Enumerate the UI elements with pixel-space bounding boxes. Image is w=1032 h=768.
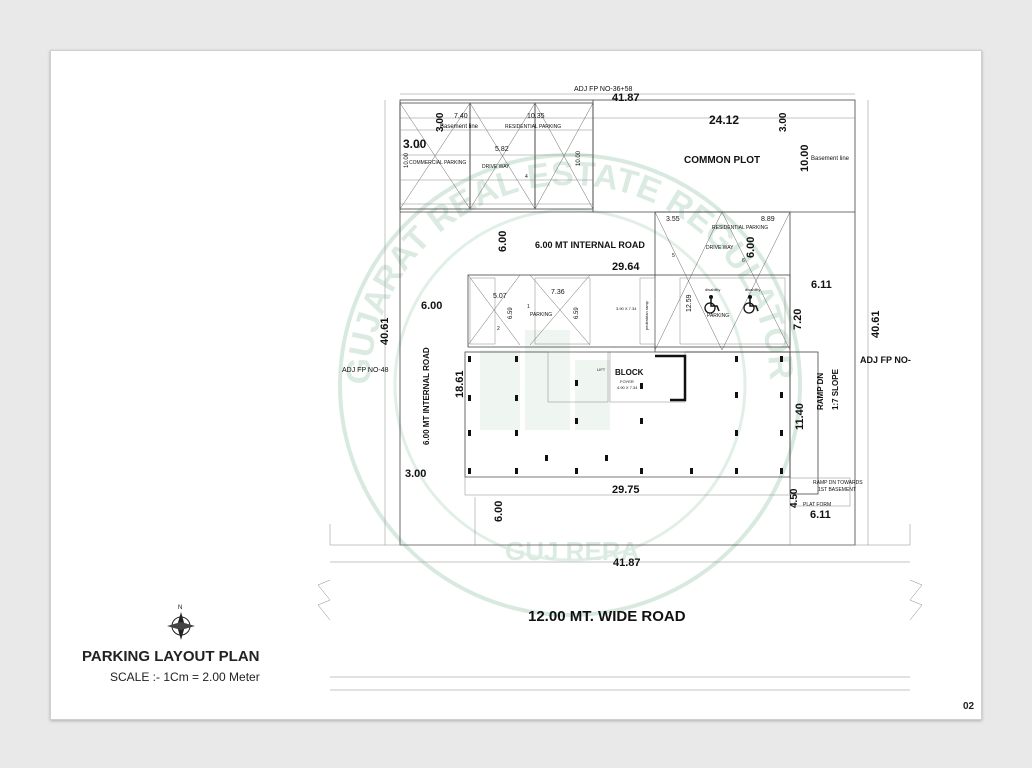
plan-labels: ADJ FP NO-36+58 41.87 7.40 10.35 Basemen…	[342, 86, 911, 625]
dim-7-40: 7.40	[454, 113, 468, 120]
top-parking-bays	[399, 102, 594, 210]
plan-title: PARKING LAYOUT PLAN	[82, 648, 260, 665]
dim-11-40: 11.40	[794, 403, 806, 430]
dim-7-20: 7.20	[792, 309, 804, 330]
dim-6-11-b: 6.11	[810, 509, 831, 521]
plat-form-label: PLAT FORM	[803, 502, 831, 508]
drive-way-right: DRIVE WAY	[706, 245, 734, 251]
dim-3-00-a: 3.00	[403, 137, 427, 151]
basement-block	[464, 351, 851, 545]
dim-5-82: 5.82	[495, 146, 509, 153]
num-1: 1	[527, 304, 530, 310]
common-plot-label: COMMON PLOT	[684, 155, 760, 166]
ramp-towards-2: 1ST BASEMENT	[818, 487, 856, 493]
lift-label: LIFT	[597, 367, 606, 372]
foyer-label: FOYER	[620, 379, 634, 384]
adj-left-label: ADJ FP NO-48	[342, 367, 389, 374]
dim-8-89: 8.89	[761, 216, 775, 223]
north-arrow-icon: N	[167, 605, 195, 640]
dim-bottom-width: 41.87	[613, 557, 641, 569]
dim-inner-bottom: 29.75	[612, 484, 640, 496]
num-4: 4	[525, 174, 528, 180]
disability-label-2: disability	[745, 287, 760, 292]
watermark-guj-rera: GUJ RERA	[505, 536, 640, 566]
dim-7-36: 7.36	[551, 289, 565, 296]
foyer-size: 4.90 X 7.34	[617, 385, 638, 390]
disability-label-1: disability	[705, 287, 720, 292]
block-label: BLOCK	[615, 368, 644, 377]
pedestrian-ramp: pedestrian ramp	[644, 300, 649, 330]
dim-3-00-b: 3.00	[435, 112, 446, 132]
plan-scale: SCALE :- 1Cm = 2.00 Meter	[110, 670, 260, 684]
internal-road-left: 6.00 MT INTERNAL ROAD	[422, 347, 431, 445]
commercial-parking: COMMERCIAL PARKING	[409, 160, 466, 166]
dim-3-00-d: 3.00	[405, 468, 426, 480]
basement-line-left: Basement line	[440, 124, 479, 130]
dim-6-00-b: 6.00	[421, 300, 442, 312]
dim-right-height: 40.61	[870, 310, 882, 338]
small-size: 3.90 X 7.34	[616, 306, 637, 311]
num-2: 2	[497, 326, 500, 332]
dim-4-50: 4.50	[789, 488, 800, 508]
residential-parking-top: RESIDENTIAL PARKING	[505, 124, 561, 130]
drive-way-top: DRIVE WAY	[482, 164, 510, 170]
dim-left-height: 40.61	[379, 317, 391, 345]
dim-top-width: 41.87	[612, 92, 640, 104]
wheelchair-icon	[704, 295, 720, 314]
dim-18-61: 18.61	[454, 370, 466, 398]
dim-6-59-a: 6.59	[508, 307, 514, 319]
wheelchair-icon	[743, 295, 759, 314]
basement-line-right: Basement line	[811, 156, 850, 162]
dim-6-00-c: 6.00	[745, 237, 757, 258]
num-6: 6	[742, 258, 745, 264]
internal-road-top: 6.00 MT INTERNAL ROAD	[535, 240, 645, 250]
dim-6-59-b: 6.59	[574, 307, 580, 319]
dim-6-00-d: 6.00	[493, 501, 505, 522]
road-area	[317, 524, 923, 691]
adj-top-label: ADJ FP NO-36+58	[574, 86, 633, 93]
dim-10-00-b: 10.00	[576, 150, 582, 166]
ramp-dn-label: RAMP DN	[816, 373, 825, 410]
slope-label: 1:7 SLOPE	[831, 368, 840, 410]
dim-6-00-a: 6.00	[497, 231, 509, 252]
page-number: 02	[963, 701, 975, 712]
num-5: 5	[672, 253, 675, 259]
parking-right: PARKING	[707, 313, 729, 319]
dim-6-11-a: 6.11	[811, 279, 832, 291]
dim-10-35: 10.35	[527, 113, 545, 120]
road-label: 12.00 MT. WIDE ROAD	[528, 608, 686, 625]
dim-inner-top: 29.64	[612, 261, 640, 273]
num-3: 3	[417, 144, 420, 150]
dim-12-59: 12.59	[686, 294, 693, 312]
dim-common-width: 24.12	[709, 113, 739, 127]
dim-3-55: 3.55	[666, 216, 680, 223]
adj-right-label: ADJ FP NO-	[860, 355, 911, 365]
dim-10-00-c: 10.00	[799, 144, 811, 172]
dim-3-00-c: 3.00	[778, 112, 789, 132]
north-label: N	[178, 605, 182, 611]
dim-10-00-a: 10.00	[404, 152, 410, 168]
dim-5-07: 5.07	[493, 293, 507, 300]
parking-mid: PARKING	[530, 312, 552, 318]
residential-parking-right: RESIDENTIAL PARKING	[712, 225, 768, 231]
ramp-towards-1: RAMP DN TOWARDS	[813, 480, 863, 486]
